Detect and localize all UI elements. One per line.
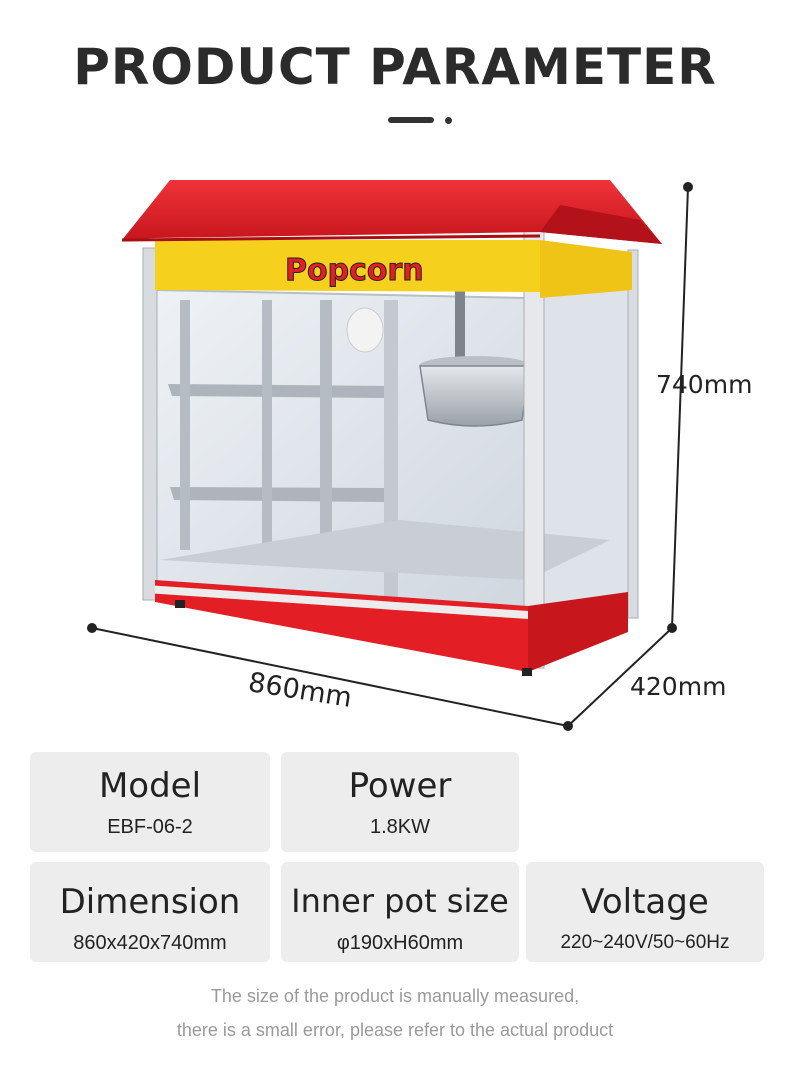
popcorn-machine-image: Popcorn <box>87 180 693 731</box>
spec-value: 860x420x740mm <box>73 932 227 954</box>
lamp-bulb <box>346 307 384 353</box>
spec-label: Voltage <box>581 882 709 922</box>
title-divider <box>0 117 790 125</box>
spec-label: Power <box>348 766 452 806</box>
disclaimer-line-1: The size of the product is manually meas… <box>210 986 580 1006</box>
upper-shelf <box>168 384 390 398</box>
spec-value: φ190xH60mm <box>336 932 464 954</box>
base-drawer-strip <box>155 585 528 619</box>
spec-card-voltage: Voltage 220~240V/50~60Hz <box>526 862 764 962</box>
divider-dot <box>445 117 452 124</box>
lower-shelf <box>170 487 388 502</box>
roof <box>122 180 662 244</box>
spec-value: 1.8KW <box>369 816 431 838</box>
spec-card-dimension: Dimension 860x420x740mm <box>30 862 270 962</box>
shelf-rail-left <box>180 300 190 550</box>
roof-side-shadow <box>540 205 662 244</box>
product-illustration: Popcorn 740mm 860mm 420mm <box>0 130 790 750</box>
disclaimer-line-2: there is a small error, please refer to … <box>176 1020 614 1040</box>
shelf-rail-right <box>320 300 332 550</box>
spec-label: Dimension <box>59 882 241 922</box>
height-dim-dot-top <box>683 182 693 192</box>
signage-text: Popcorn <box>285 253 424 288</box>
red-base-front <box>155 580 528 672</box>
red-base-side <box>528 592 628 672</box>
spec-label: Model <box>98 766 202 806</box>
depth-dimension-line <box>567 627 673 727</box>
spec-card-model: Model EBF-06-2 <box>30 752 270 852</box>
spec-card-power: Power 1.8KW <box>281 752 519 852</box>
depth-label: 420mm <box>630 672 727 701</box>
width-dim-dot-left <box>87 623 97 633</box>
spec-card-inner-pot: Inner pot size φ190xH60mm <box>281 862 519 962</box>
roof-edge <box>121 234 541 242</box>
spec-value: 220~240V/50~60Hz <box>560 932 730 953</box>
kettle-pot <box>419 365 531 427</box>
page-title: PRODUCT PARAMETER <box>73 38 717 96</box>
spec-label: Inner pot size <box>291 882 509 920</box>
width-dimension-line <box>91 627 569 727</box>
signage-band <box>155 240 540 292</box>
kettle-rod <box>455 286 465 366</box>
signage-band-side <box>540 240 632 298</box>
height-label: 740mm <box>656 370 753 399</box>
height-dimension-line <box>671 186 689 629</box>
divider-bar <box>388 117 434 123</box>
shelf-rail-middle <box>262 300 272 550</box>
frame-post-left <box>142 247 158 601</box>
spec-value: EBF-06-2 <box>107 816 193 838</box>
front-glass <box>154 288 529 630</box>
foot-right <box>522 668 532 676</box>
frame-post-back <box>627 249 639 619</box>
foot-left <box>175 600 185 608</box>
cabinet-floor <box>160 520 610 580</box>
